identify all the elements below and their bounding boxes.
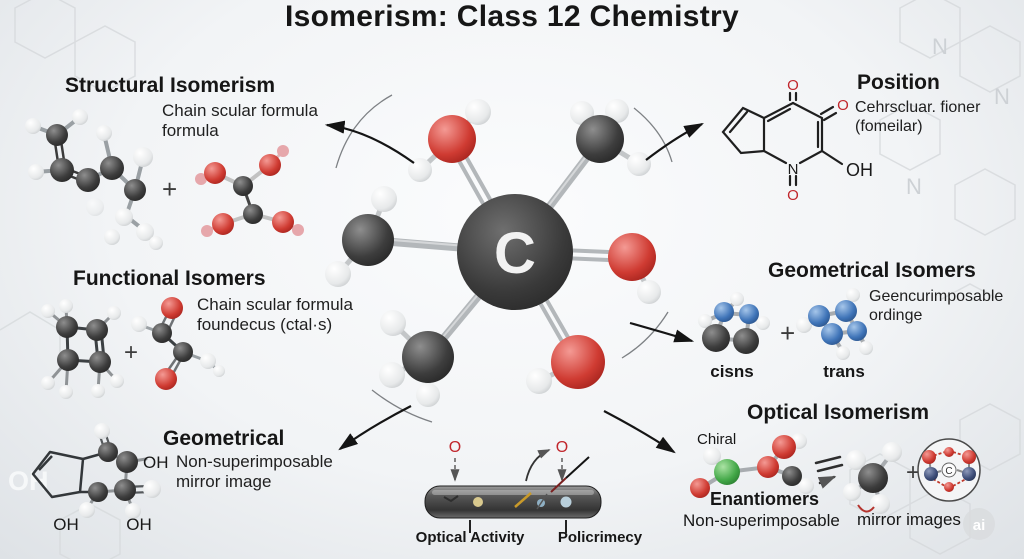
geometrical-left-heading: Geometrical bbox=[163, 427, 285, 450]
rotation-arrow-icon bbox=[525, 449, 551, 482]
oh-label: OH bbox=[126, 515, 152, 534]
geometrical-right-heading: Geometrical Isomers bbox=[768, 259, 976, 282]
functional-molecule-ring bbox=[41, 299, 124, 399]
oxygen-label: O bbox=[556, 439, 568, 456]
arrow-to-geometrical-icon bbox=[629, 321, 695, 343]
geometrical-right-desc-line2: ordinge bbox=[869, 306, 923, 324]
oh-label: OH bbox=[143, 453, 169, 472]
oh-label: OH bbox=[53, 515, 79, 534]
geometrical-molecule: OH OH OH bbox=[31, 423, 169, 534]
connector-arrows bbox=[324, 120, 704, 454]
functional-desc-line2: foundecus (ctal·s) bbox=[197, 315, 333, 335]
trans-label: trans bbox=[823, 362, 865, 381]
plus-sign: + bbox=[124, 339, 138, 366]
arrow-to-structural-icon bbox=[324, 120, 415, 164]
central-carbon-label: C bbox=[494, 221, 536, 286]
position-heading: Position bbox=[857, 71, 940, 94]
arrow-to-position-icon bbox=[645, 123, 704, 161]
position-skeletal-structure: O O N O OH bbox=[721, 77, 873, 204]
enantiomers-label: Enantiomers bbox=[710, 489, 820, 509]
arrow-to-geometrical-left-icon bbox=[338, 405, 412, 451]
oxygen-label: O bbox=[787, 77, 799, 94]
cis-molecule bbox=[698, 292, 770, 354]
cis-label: cisns bbox=[710, 362, 754, 381]
plus-sign: + bbox=[162, 174, 177, 204]
functional-heading: Functional Isomers bbox=[73, 267, 266, 290]
structural-desc: Chain scular formula formula bbox=[162, 101, 318, 141]
center-frame-arcs bbox=[335, 94, 673, 423]
ai-watermark-badge: ai bbox=[963, 508, 995, 540]
plus-sign: + bbox=[906, 459, 920, 486]
functional-molecule-glyoxal bbox=[131, 297, 225, 390]
nitrogen-label: N bbox=[788, 161, 799, 178]
chiral-molecule bbox=[690, 433, 814, 498]
chiral-label: Chiral bbox=[697, 431, 737, 448]
structural-desc-line2: formula bbox=[162, 121, 219, 141]
geometrical-right-desc: Geencurimposable ordinge bbox=[869, 288, 1003, 326]
polarimeter-illustration: O O bbox=[424, 439, 602, 533]
oxygen-label: O bbox=[837, 97, 849, 114]
oxygen-label: O bbox=[449, 439, 461, 456]
oh-label: OH bbox=[846, 160, 873, 180]
page-title: Isomerism: Class 12 Chemistry bbox=[285, 0, 739, 33]
structural-heading: Structural Isomerism bbox=[65, 74, 276, 97]
geometrical-left-desc-line1: Non-superimposable bbox=[176, 452, 333, 471]
mirror-images-label: mirror images bbox=[857, 510, 961, 529]
plus-sign: + bbox=[780, 318, 795, 348]
oxygen-label: O bbox=[787, 187, 799, 204]
equilibrium-sign bbox=[814, 455, 844, 489]
mirror-image-circle-molecule: C bbox=[917, 438, 981, 502]
enantiomer-molecule bbox=[843, 442, 902, 514]
polarimeter-tube bbox=[424, 485, 602, 519]
central-molecule-illustration: C bbox=[325, 99, 661, 407]
watermark-letters: N N N OH bbox=[8, 34, 1010, 496]
position-desc-line2: (fomeilar) bbox=[855, 117, 923, 135]
carbon-label: C bbox=[945, 466, 952, 477]
position-desc: Cehrscluar. fioner (fomeilar) bbox=[855, 99, 980, 137]
structural-molecule-b bbox=[195, 145, 304, 237]
watermark-oh-icon: OH bbox=[8, 466, 49, 496]
arrow-to-optical-icon bbox=[603, 410, 676, 454]
ai-watermark-label: ai bbox=[973, 517, 986, 534]
position-desc-line1: Cehrscluar. fioner bbox=[855, 99, 981, 116]
non-superimposable-label: Non-superimposable bbox=[683, 511, 840, 530]
trans-molecule bbox=[796, 288, 873, 360]
functional-desc: Chain scular formula foundecus (ctal·s) bbox=[197, 295, 353, 335]
optical-heading: Optical Isomerism bbox=[747, 401, 930, 424]
watermark-n-icon: N bbox=[932, 34, 948, 59]
geometrical-right-desc-line1: Geencurimposable bbox=[869, 288, 1004, 305]
functional-desc-line1: Chain scular formula bbox=[197, 295, 353, 314]
polarimetry-label: Policrimecy bbox=[557, 529, 643, 546]
watermark-n-icon: N bbox=[906, 174, 922, 199]
geometrical-left-desc: Non-superimposable mirror image bbox=[176, 452, 333, 492]
optical-activity-label: Optical Activity bbox=[415, 529, 525, 546]
structural-molecule-a bbox=[25, 109, 163, 250]
structural-desc-line1: Chain scular formula bbox=[162, 101, 318, 120]
watermark-n-icon: N bbox=[994, 84, 1010, 109]
geometrical-left-desc-line2: mirror image bbox=[176, 472, 272, 492]
